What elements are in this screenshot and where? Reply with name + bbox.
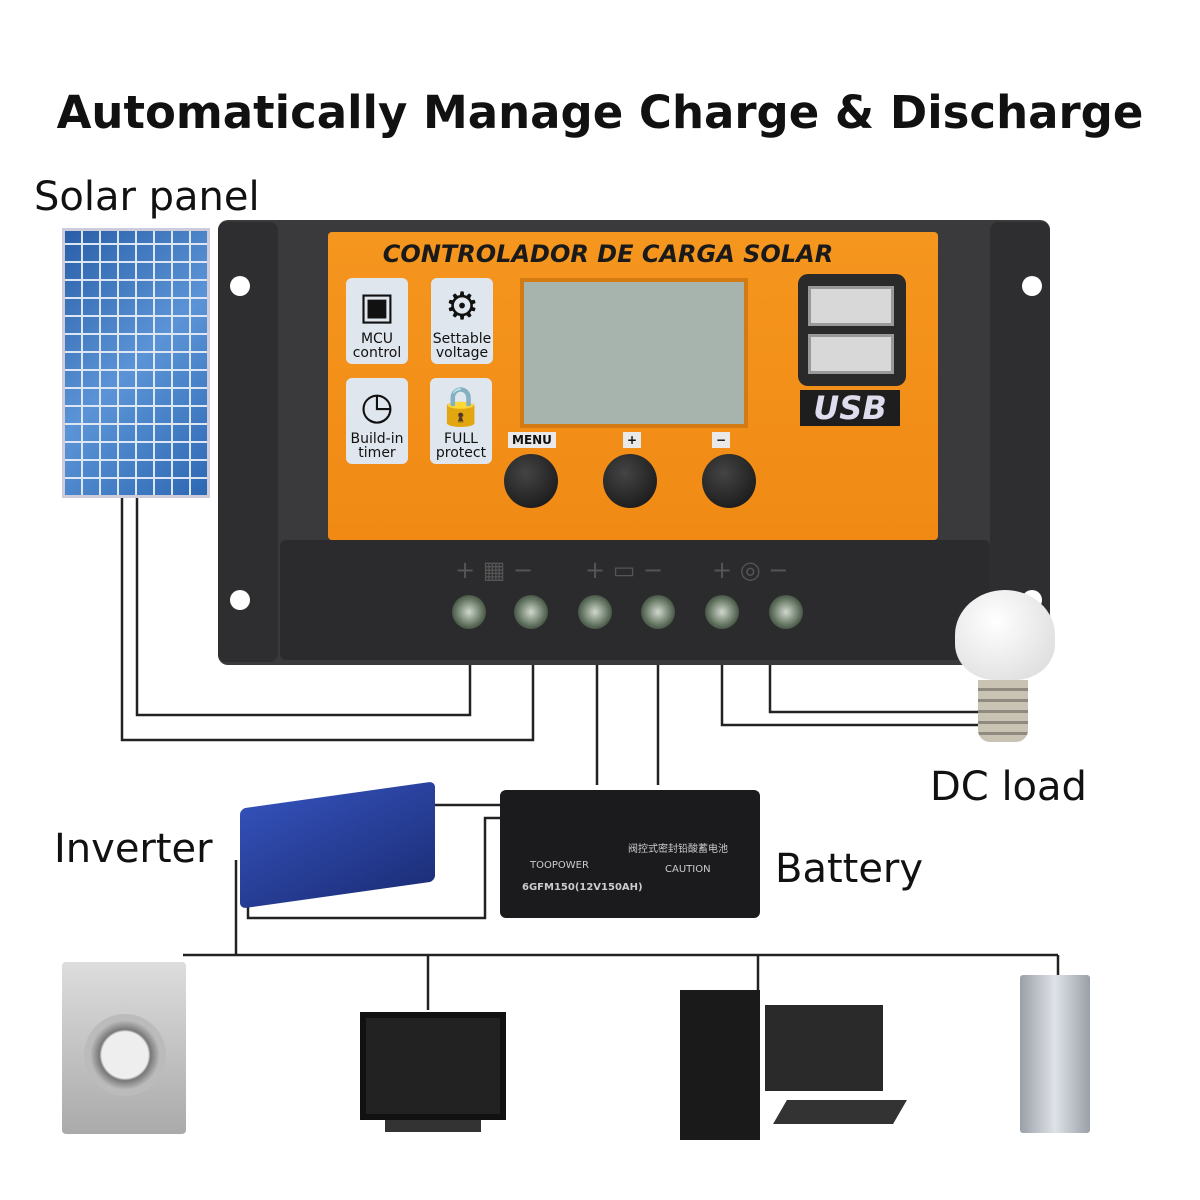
solar-panel-image: [62, 228, 210, 498]
refrigerator-image: [1020, 975, 1090, 1133]
clock-icon: ◷: [360, 384, 394, 428]
chip-icon: ▣: [359, 284, 395, 328]
minus-button[interactable]: [702, 454, 756, 508]
dc-load-label: DC load: [930, 764, 1087, 810]
mounting-hole: [1022, 276, 1042, 296]
desktop-computer-image: [680, 990, 760, 1140]
lcd-screen: [520, 278, 748, 428]
load-terminal-symbol: + ◎ −: [712, 556, 789, 584]
monitor-image: [360, 1012, 506, 1120]
gear-icon: ⚙: [444, 284, 480, 328]
minus-label: −: [712, 432, 731, 448]
solar-terminal-symbol: + ▦ −: [455, 556, 534, 584]
controller-title: CONTROLADOR DE CARGA SOLAR: [382, 240, 834, 268]
keyboard: [773, 1100, 907, 1124]
solar-panel-label: Solar panel: [34, 174, 260, 220]
usb-label: USB: [800, 390, 900, 426]
light-bulb-image: [955, 590, 1055, 680]
terminal-screw: [769, 595, 803, 629]
mounting-ear-right: [990, 222, 1050, 662]
terminal-screw: [578, 595, 612, 629]
terminal-screw: [705, 595, 739, 629]
computer-monitor: [765, 1005, 883, 1091]
plus-button[interactable]: [603, 454, 657, 508]
menu-button[interactable]: [504, 454, 558, 508]
battery-label: Battery: [775, 846, 924, 892]
mounting-hole: [230, 590, 250, 610]
terminal-strip: [280, 540, 990, 660]
terminal-screw: [514, 595, 548, 629]
lock-icon: 🔒: [437, 384, 485, 428]
inverter-label: Inverter: [54, 826, 213, 872]
usb-port[interactable]: [808, 334, 894, 374]
monitor-stand: [385, 1120, 481, 1132]
usb-port[interactable]: [808, 286, 894, 326]
menu-label: MENU: [508, 432, 556, 448]
mounting-hole: [230, 276, 250, 296]
battery-image: TOOPOWER 6GFM150(12V150AH) 阀控式密封铅酸蓄电池 CA…: [500, 790, 760, 918]
bulb-base: [978, 680, 1028, 742]
terminal-screw: [641, 595, 675, 629]
page-title: Automatically Manage Charge & Discharge: [56, 86, 1144, 139]
battery-terminal-symbol: + ▭ −: [585, 556, 664, 584]
washing-machine-image: [62, 962, 186, 1134]
mounting-ear-left: [218, 222, 278, 662]
plus-label: +: [623, 432, 642, 448]
usb-ports[interactable]: [798, 274, 906, 386]
terminal-screw: [452, 595, 486, 629]
